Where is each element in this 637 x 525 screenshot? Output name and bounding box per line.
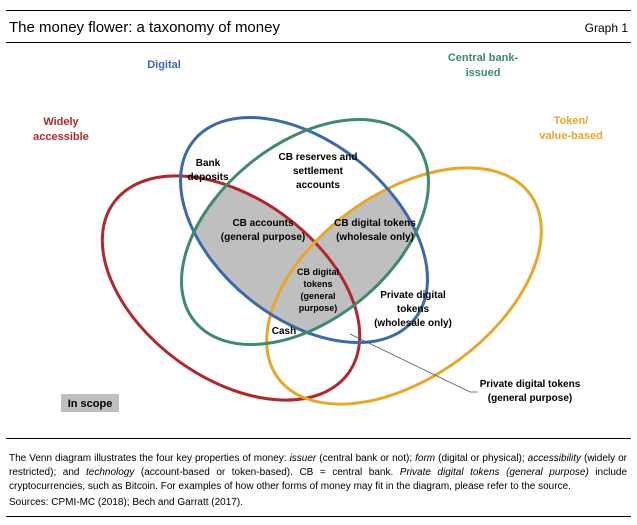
- footnote-text: (account-based or token-based). CB = cen…: [134, 467, 400, 478]
- sources: Sources: CPMI-MC (2018); Bech and Garrat…: [9, 497, 243, 508]
- set-label-token-line2: value-based: [539, 130, 603, 142]
- footnote-technology: technology: [85, 467, 135, 478]
- title-rule: [6, 42, 631, 43]
- set-label-central-bank-line1: Central bank-: [448, 52, 519, 64]
- footnote-text: (central bank or not);: [316, 453, 416, 464]
- ellipse-widely-accessible: [100, 174, 362, 402]
- region-private-wholesale-line3: (wholesale only): [374, 318, 452, 329]
- set-label-widely-line2: accessible: [33, 131, 89, 143]
- venn-diagram: Digital Central bank- issued Widely acce…: [33, 52, 603, 412]
- footnote-issuer: issuer: [289, 453, 317, 464]
- set-label-widely-line1: Widely: [43, 116, 79, 128]
- title-bar: The money flower: a taxonomy of money Gr…: [6, 16, 631, 40]
- region-cb-accounts-line2: (general purpose): [221, 232, 305, 243]
- bottom-rule: [6, 516, 631, 517]
- ellipse-token-based: [265, 166, 543, 406]
- region-bank-deposits-line2: deposits: [187, 172, 229, 183]
- set-label-token-line1: Token/: [554, 115, 589, 127]
- region-private-general-line2: (general purpose): [488, 393, 572, 404]
- legend-in-scope-swatch: [61, 394, 119, 412]
- region-cb-reserves-line2: settlement: [293, 166, 344, 177]
- region-private-wholesale-line1: Private digital: [380, 290, 446, 301]
- ellipse-central-bank-issued: [180, 117, 430, 347]
- set-label-digital: Digital: [147, 59, 181, 71]
- region-cb-tokens-general-line3: (general: [300, 291, 335, 301]
- footnote-form: form: [415, 453, 436, 464]
- footnote-text: (widely or restricted); and: [9, 453, 627, 478]
- footnote-text: include cryptocurrencies, such as Bitcoi…: [9, 467, 628, 492]
- region-bank-deposits-line1: Bank: [196, 158, 221, 169]
- ellipse-digital: [179, 115, 429, 345]
- footnote: The Venn diagram illustrates the four ke…: [9, 452, 627, 494]
- region-cb-tokens-general-line1: CB digital: [297, 267, 339, 277]
- footnote-text: The Venn diagram illustrates the four ke…: [9, 453, 290, 464]
- region-private-wholesale-line2: tokens: [397, 304, 430, 315]
- region-cb-accounts-line1: CB accounts: [232, 218, 294, 229]
- region-cb-tokens-general-line2: tokens: [303, 279, 332, 289]
- region-private-general-line1: Private digital tokens: [480, 379, 581, 390]
- callout-line: [349, 333, 478, 393]
- footnote-accessibility: accessibility: [527, 453, 582, 464]
- region-cash: Cash: [272, 326, 296, 337]
- footnote-private-digital-tokens: Private digital tokens (general purpose): [399, 467, 589, 478]
- graph-title: The money flower: a taxonomy of money: [9, 19, 280, 36]
- region-cb-tokens-wholesale-line1: CB digital tokens: [334, 218, 416, 229]
- top-rule: [6, 10, 631, 11]
- region-cb-tokens-wholesale-line2: (wholesale only): [336, 232, 414, 243]
- set-label-central-bank-line2: issued: [466, 67, 501, 79]
- footnote-text: (digital or physical);: [435, 453, 528, 464]
- region-cb-tokens-general-line4: purpose): [299, 303, 338, 313]
- region-cb-reserves-line3: accounts: [296, 180, 340, 191]
- legend-in-scope: In scope: [61, 394, 119, 412]
- legend-in-scope-label: In scope: [68, 398, 113, 410]
- diagram-bottom-rule: [6, 438, 631, 439]
- graph-number: Graph 1: [584, 21, 628, 35]
- region-cb-reserves-line1: CB reserves and: [279, 152, 358, 163]
